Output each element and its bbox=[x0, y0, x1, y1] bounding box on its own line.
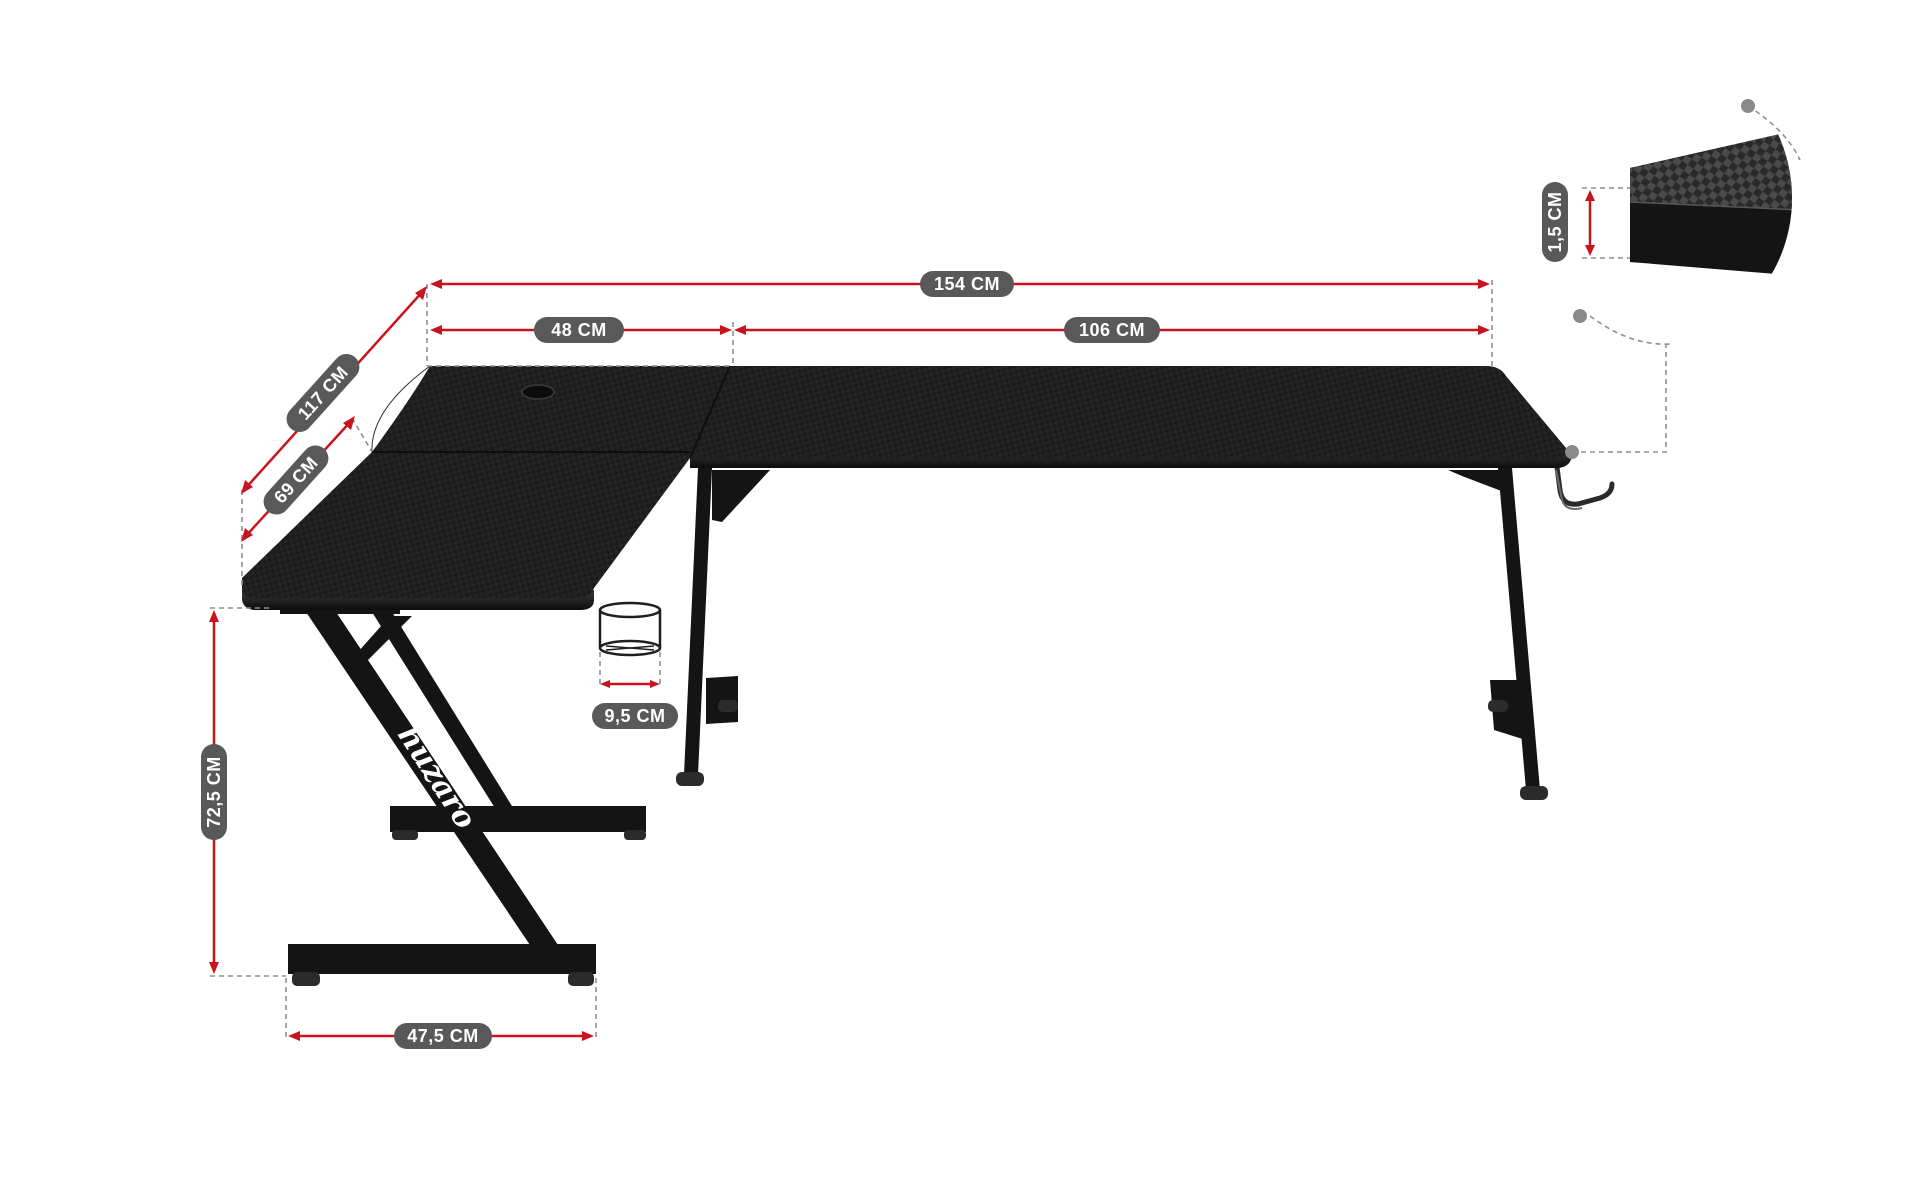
guide-lines bbox=[210, 99, 1801, 1038]
right-leg-right bbox=[1448, 468, 1548, 800]
label-top-thickness: 1,5 CM bbox=[1542, 182, 1568, 262]
cup-holder bbox=[598, 601, 662, 657]
l-shaped-desk: huzaro bbox=[242, 365, 1615, 986]
left-z-frame bbox=[280, 602, 646, 986]
svg-text:106 CM: 106 CM bbox=[1079, 320, 1145, 340]
label-cup-holder-diameter: 9,5 CM bbox=[592, 703, 678, 729]
svg-text:117 CM: 117 CM bbox=[294, 362, 352, 424]
svg-text:48 CM: 48 CM bbox=[551, 320, 607, 340]
svg-text:1,5 CM: 1,5 CM bbox=[1545, 191, 1565, 252]
label-leg-base-depth: 47,5 CM bbox=[394, 1023, 492, 1049]
label-total-width: 154 CM bbox=[920, 271, 1014, 297]
thickness-zoom-inset bbox=[1582, 134, 1792, 276]
headphone-hook bbox=[1553, 457, 1615, 510]
svg-text:47,5 CM: 47,5 CM bbox=[407, 1026, 479, 1046]
svg-text:72,5 CM: 72,5 CM bbox=[204, 756, 224, 828]
label-height: 72,5 CM bbox=[201, 744, 227, 840]
right-leg-left bbox=[676, 468, 770, 786]
label-corner-width: 48 CM bbox=[534, 317, 624, 343]
label-main-width: 106 CM bbox=[1064, 317, 1160, 343]
dimension-lines bbox=[209, 190, 1595, 1041]
desk-top bbox=[242, 365, 1572, 610]
svg-text:9,5 CM: 9,5 CM bbox=[604, 706, 665, 726]
svg-text:154 CM: 154 CM bbox=[934, 274, 1000, 294]
